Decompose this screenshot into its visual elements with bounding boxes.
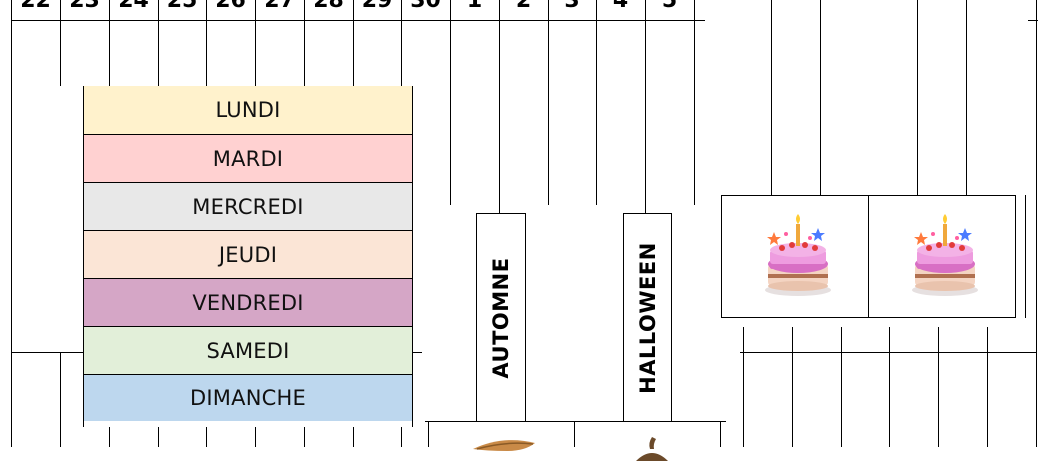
date-number: 29 xyxy=(361,0,393,13)
weekday-label-vendredi[interactable]: VENDREDI xyxy=(84,278,412,326)
weekday-label-text: MERCREDI xyxy=(192,194,304,219)
autumn-card-box xyxy=(428,421,575,451)
weekday-label-jeudi[interactable]: JEUDI xyxy=(84,230,412,278)
weekday-label-text: JEUDI xyxy=(218,242,278,267)
date-number: 2 xyxy=(515,0,532,13)
weekday-label-mercredi[interactable]: MERCREDI xyxy=(84,182,412,230)
weekday-label-lundi[interactable]: LUNDI xyxy=(84,86,412,134)
weekday-labels: LUNDI MARDI MERCREDI JEUDI VENDREDI SAME… xyxy=(83,86,413,427)
date-number: 22 xyxy=(20,0,51,13)
pumpkin-card-box xyxy=(574,421,721,461)
autumn-leaf-icon xyxy=(473,440,535,451)
event-card-halloween[interactable]: HALLOWEEN xyxy=(623,213,672,422)
date-number-row: 22 23 24 25 26 27 28 29 30 1 2 3 4 5 xyxy=(0,0,705,20)
date-number: 24 xyxy=(118,0,149,13)
date-number: 30 xyxy=(410,0,441,13)
event-card-label: AUTOMNE xyxy=(489,256,513,379)
date-number: 3 xyxy=(564,0,580,13)
event-card-autumn[interactable]: AUTOMNE xyxy=(476,213,526,422)
weekday-label-text: MARDI xyxy=(212,146,284,171)
birthday-card-box xyxy=(721,195,869,318)
date-number: 5 xyxy=(661,0,678,13)
pumpkin-icon xyxy=(636,437,668,461)
weekday-label-samedi[interactable]: SAMEDI xyxy=(84,326,412,374)
birthday-cake-icon[interactable] xyxy=(758,212,838,300)
weekday-label-text: VENDREDI xyxy=(192,290,304,315)
event-card-label: HALLOWEEN xyxy=(635,241,660,394)
weekday-label-mardi[interactable]: MARDI xyxy=(84,134,412,182)
date-number: 23 xyxy=(69,0,100,13)
weekday-label-text: SAMEDI xyxy=(206,338,290,363)
date-number: 27 xyxy=(264,0,295,13)
birthday-cake-icon[interactable] xyxy=(905,212,985,300)
date-number: 28 xyxy=(313,0,344,13)
date-number: 26 xyxy=(215,0,246,13)
weekday-label-dimanche[interactable]: DIMANCHE xyxy=(84,374,412,421)
weekday-label-text: DIMANCHE xyxy=(190,386,306,410)
birthday-card-box xyxy=(868,195,1016,318)
weekday-label-text: LUNDI xyxy=(215,98,281,122)
date-number: 4 xyxy=(612,0,629,13)
date-number: 1 xyxy=(466,0,483,13)
date-number: 25 xyxy=(166,0,198,13)
